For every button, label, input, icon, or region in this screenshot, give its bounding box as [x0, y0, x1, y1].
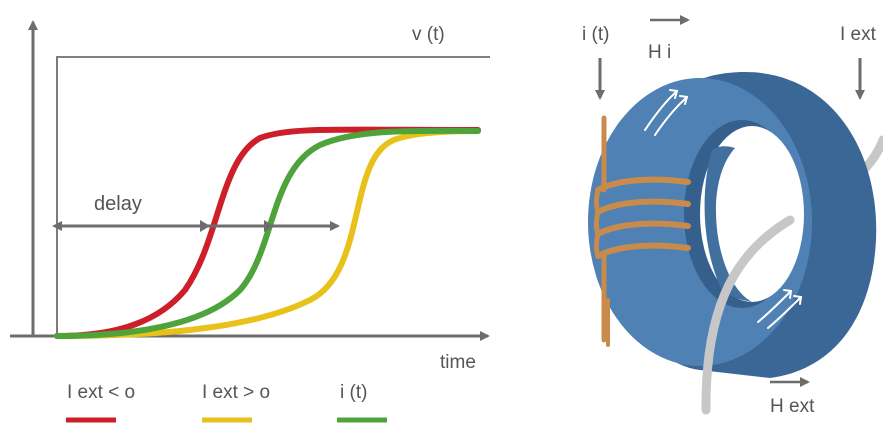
legend-label-yellow: I ext > o — [202, 382, 270, 403]
curve-red — [54, 126, 481, 339]
timing-graph: v (t) delay time I ext < o I ext > o i (… — [10, 20, 490, 423]
toroid-hole — [700, 126, 804, 302]
Hi-label: H i — [648, 42, 671, 63]
copper-coil — [594, 115, 691, 347]
legend-label-red: I ext < o — [67, 382, 135, 403]
i-label: i (t) — [582, 24, 609, 45]
v-step-line — [56, 56, 490, 336]
curve-yellow — [54, 128, 481, 339]
Hext-label: H ext — [770, 396, 815, 417]
delay-label: delay — [94, 193, 142, 215]
Iext-label: I ext — [840, 24, 877, 45]
toroid-diagram: i (t) H i I ext — [582, 15, 883, 417]
curve-green — [54, 127, 481, 339]
delay-arrow-head-first — [200, 220, 210, 232]
delay-arrow-head-mid — [264, 220, 274, 232]
legend: I ext < o I ext > o i (t) — [66, 382, 387, 423]
v-label: v (t) — [412, 24, 445, 45]
legend-label-green: i (t) — [340, 382, 367, 403]
toroid-inner-wall — [704, 146, 752, 302]
time-label: time — [440, 352, 476, 373]
field-arrows-top — [644, 89, 689, 136]
field-arrows-bottom — [757, 289, 803, 329]
external-wire-front — [701, 215, 795, 415]
